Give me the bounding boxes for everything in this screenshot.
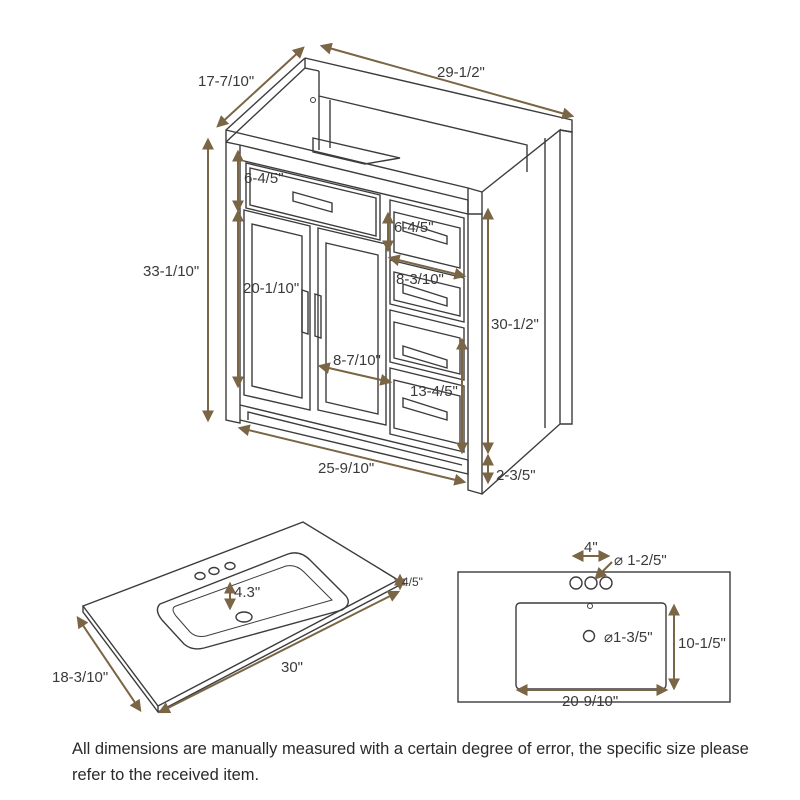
sink-perspective: [81, 521, 400, 713]
vanity-depth-label: 17-7/10": [198, 73, 254, 90]
basin-width-label: 20-9/10": [562, 693, 618, 710]
disclaimer-note: All dimensions are manually measured wit…: [72, 740, 749, 784]
faucet-hole-label: ⌀ 1-2/5": [614, 552, 667, 569]
vanity-leg-height-label: 2-3/5": [496, 467, 536, 484]
sink-perspective-arrows: [76, 573, 406, 714]
sink-depth-label: 18-3/10": [52, 669, 108, 686]
sink-width-label: 30": [281, 659, 303, 676]
sink-perspective-labels: 18-3/10" 30" 4.3" 4/5": [52, 575, 423, 686]
vanity-total-height-label: 33-1/10": [143, 263, 199, 280]
vanity-base-width-label: 25-9/10": [318, 460, 374, 477]
vanity-body-height-label: 30-1/2": [491, 316, 539, 333]
vanity-door-height-label: 20-1/10": [243, 280, 299, 297]
vanity-door-width-label: 8-7/10": [333, 352, 381, 369]
vanity-side-drawer-height-label: 6-4/5": [394, 219, 434, 236]
vanity-side-drawer-width-label: 8-3/10": [396, 271, 444, 288]
faucet-spacing-label: 4": [584, 539, 598, 556]
vanity-labels: 17-7/10" 29-1/2" 33-1/10" 6-4/5" 20-1/10…: [143, 64, 539, 484]
basin-height-label: 10-1/5": [678, 635, 726, 652]
drain-hole-label: ⌀1-3/5": [604, 629, 653, 646]
vanity-top-drawer-height-label: 6-4/5": [244, 170, 284, 187]
sink-top-view-arrows: [515, 550, 680, 696]
vanity-dimension-arrows: [202, 42, 575, 486]
sink-top-thickness-label: 4/5": [402, 575, 423, 589]
sink-top-view-labels: 4" ⌀ 1-2/5" ⌀1-3/5" 10-1/5" 20-9/10": [562, 539, 726, 710]
sink-bowl-depth-label: 4.3": [234, 584, 260, 601]
vanity-width-label: 29-1/2": [437, 64, 485, 81]
vanity-lower-drawer-height-label: 13-4/5": [410, 383, 458, 400]
